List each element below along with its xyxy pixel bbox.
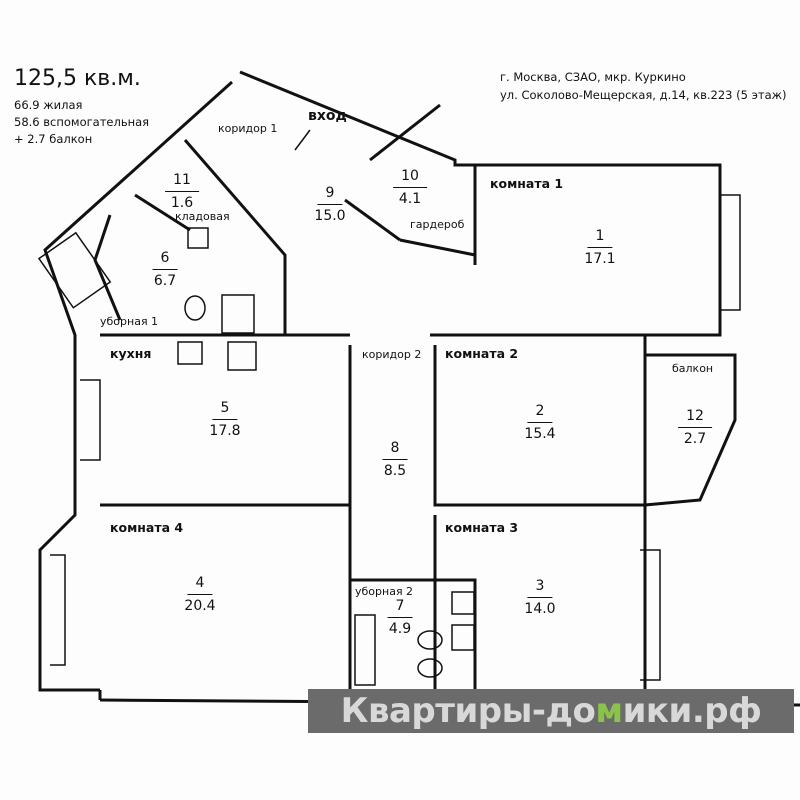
address-line-2: ул. Соколово-Мещерская, д.14, кв.223 (5 …: [500, 88, 787, 102]
house-logo-icon: м: [595, 691, 623, 731]
corridor1-label: коридор 1: [218, 122, 278, 135]
room1-label: комната 1: [490, 176, 564, 191]
balcony-label: балкон: [672, 362, 714, 375]
entrance-label: вход: [308, 108, 347, 124]
room4-label: комната 4: [110, 520, 184, 535]
balcony-area: + 2.7 балкон: [14, 132, 93, 146]
room2-label: комната 2: [445, 346, 519, 361]
living-area: 66.9 жилая: [14, 98, 83, 112]
kitchen-label: кухня: [110, 346, 152, 361]
auxiliary-area: 58.6 вспомогательная: [14, 115, 150, 129]
corridor2-label: коридор 2: [362, 348, 422, 361]
wardrobe-label: гардероб: [410, 218, 465, 231]
address-line-1: г. Москва, СЗАО, мкр. Куркино: [500, 70, 686, 84]
watermark: Квартиры-домики.рф: [308, 689, 794, 733]
room3-label: комната 3: [445, 520, 519, 535]
storage-label: кладовая: [175, 210, 230, 223]
toilet1-label: уборная 1: [100, 315, 159, 328]
total-area: 125,5 кв.м.: [14, 66, 141, 91]
toilet2-label: уборная 2: [355, 585, 414, 598]
